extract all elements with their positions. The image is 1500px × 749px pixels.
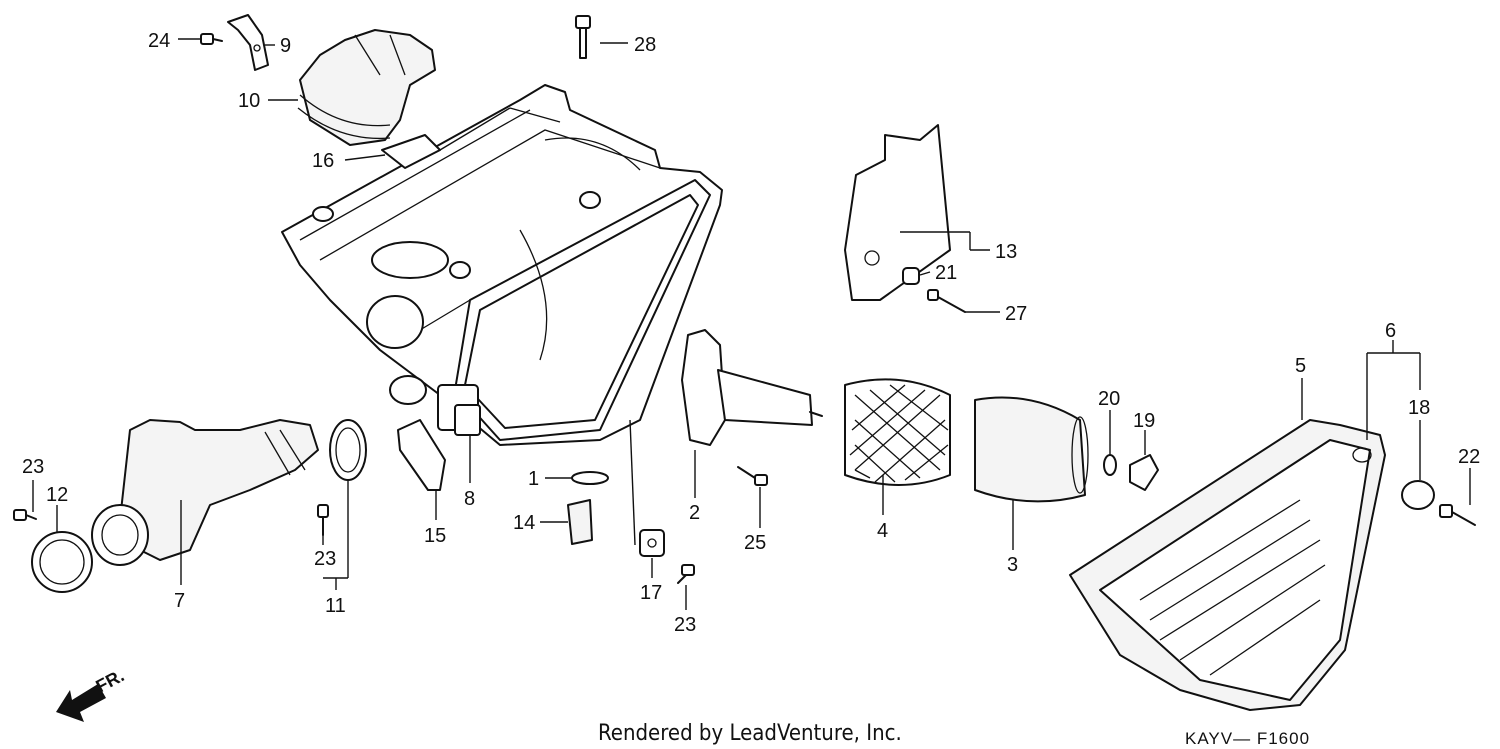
callout-18: 18 bbox=[1408, 397, 1430, 419]
screw-26[interactable] bbox=[737, 466, 768, 486]
screw-23[interactable] bbox=[317, 504, 329, 536]
callout-5: 5 bbox=[1295, 355, 1306, 377]
arrow-left-icon bbox=[56, 684, 106, 722]
element-holder[interactable] bbox=[681, 329, 823, 446]
callout-1: 1 bbox=[528, 468, 539, 490]
bolt-23-left[interactable] bbox=[13, 509, 37, 521]
callout-23-left: 23 bbox=[22, 456, 44, 478]
callout-22: 22 bbox=[1458, 446, 1480, 468]
hose-clamp-11[interactable] bbox=[329, 419, 367, 481]
side-cover-plate[interactable] bbox=[844, 124, 951, 301]
bolt-22[interactable] bbox=[1439, 504, 1476, 526]
callout-7: 7 bbox=[174, 590, 185, 612]
callout-12: 12 bbox=[46, 484, 68, 506]
drain-plug-14[interactable] bbox=[567, 499, 593, 545]
screw-24[interactable] bbox=[677, 564, 695, 584]
front-arrow: FR. bbox=[56, 665, 127, 722]
collar-18[interactable] bbox=[1401, 480, 1435, 510]
element-screen[interactable] bbox=[844, 378, 951, 486]
callout-14: 14 bbox=[513, 512, 535, 534]
callout-24: 23 bbox=[674, 614, 696, 636]
bolt-28[interactable] bbox=[575, 15, 591, 59]
air-cleaner-case[interactable] bbox=[281, 84, 723, 446]
bracket[interactable] bbox=[227, 14, 269, 71]
callout-23-mid: 23 bbox=[314, 548, 336, 570]
air-filter-element[interactable] bbox=[974, 396, 1089, 503]
callout-25: 24 bbox=[148, 30, 170, 52]
footer-credit: Rendered by LeadVenture, Inc. bbox=[598, 721, 902, 746]
drain-tube-15[interactable] bbox=[397, 419, 446, 491]
hose-clamp-12[interactable] bbox=[31, 531, 93, 593]
callout-21: 21 bbox=[935, 262, 957, 284]
callout-labels: 24 9 10 16 28 13 21 27 6 5 18 20 19 22 3… bbox=[22, 30, 1480, 636]
inlet-duct[interactable] bbox=[91, 419, 319, 566]
callout-11: 11 bbox=[325, 595, 346, 617]
grommet-21[interactable] bbox=[902, 267, 920, 285]
callout-26: 25 bbox=[744, 532, 766, 554]
callout-17: 17 bbox=[640, 582, 662, 604]
callout-19: 19 bbox=[1133, 410, 1155, 432]
bolt-27[interactable] bbox=[927, 289, 966, 313]
leader-lines bbox=[32, 38, 1471, 610]
callout-4: 4 bbox=[877, 520, 888, 542]
callout-13: 13 bbox=[995, 241, 1017, 263]
callout-9: 9 bbox=[280, 35, 291, 57]
callout-28: 28 bbox=[634, 34, 656, 56]
callout-15: 15 bbox=[424, 525, 446, 547]
clip-19[interactable] bbox=[1129, 454, 1159, 491]
bolt-25[interactable] bbox=[200, 33, 223, 45]
callout-10: 10 bbox=[238, 90, 260, 112]
callout-27: 27 bbox=[1005, 303, 1027, 325]
callout-3: 3 bbox=[1007, 554, 1018, 576]
callout-8: 8 bbox=[464, 488, 475, 510]
bracket-17[interactable] bbox=[639, 529, 665, 557]
callout-2: 2 bbox=[689, 502, 700, 524]
callout-6: 6 bbox=[1385, 320, 1396, 342]
diagram-code: KAYV— F1600 bbox=[1185, 729, 1310, 748]
air-cleaner-cover[interactable] bbox=[1069, 419, 1386, 711]
callout-16: 16 bbox=[312, 150, 334, 172]
callout-20: 20 bbox=[1098, 388, 1120, 410]
band-1[interactable] bbox=[571, 471, 609, 485]
washer-20[interactable] bbox=[1103, 454, 1117, 476]
connecting-tube[interactable] bbox=[297, 29, 436, 146]
